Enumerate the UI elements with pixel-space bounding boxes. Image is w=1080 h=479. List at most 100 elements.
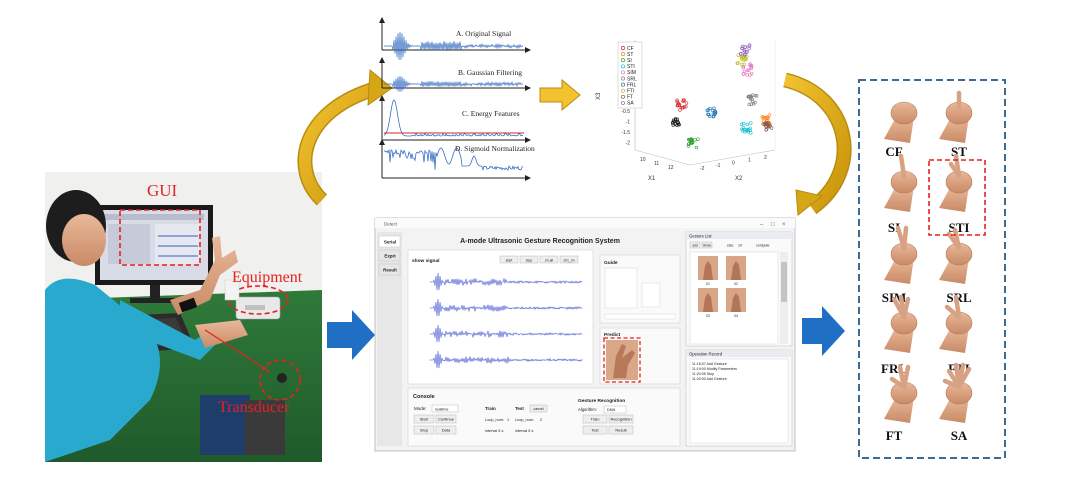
scatter-point <box>749 66 753 70</box>
scatter-point <box>713 109 717 113</box>
gesture-finger <box>901 225 909 251</box>
scatter-point <box>743 49 747 54</box>
scatter-point <box>750 97 754 101</box>
legend-marker <box>621 94 625 99</box>
person <box>45 190 285 462</box>
x3-tick: -2 <box>626 141 631 147</box>
gesture-st: ST <box>939 90 973 159</box>
scatter-point <box>708 114 712 119</box>
gesture-cf: CF <box>884 101 918 159</box>
minimize-icon[interactable]: – <box>760 222 764 228</box>
guide-progress-bar[interactable] <box>604 313 676 320</box>
x2-tick: -2 <box>700 166 705 172</box>
gesture-thumb-hand <box>703 293 713 312</box>
console-button-stop[interactable] <box>413 425 435 435</box>
x3-axis-label: X3 <box>596 92 602 100</box>
nav-tab-expri[interactable] <box>378 249 401 262</box>
scatter-point <box>753 100 757 105</box>
gesture-frl: FRL <box>881 294 918 376</box>
gesture-list-button-add[interactable] <box>689 241 701 249</box>
legend-marker <box>621 70 625 75</box>
gesture-list-button-show[interactable] <box>701 241 713 249</box>
scatter-point <box>746 95 751 99</box>
scatter-point <box>739 52 743 56</box>
train-label: Train <box>485 406 496 411</box>
x3-tick: -0.5 <box>621 109 630 115</box>
gesture-srl: SRL <box>939 227 973 305</box>
gesture-list-scroll-thumb[interactable] <box>781 262 787 302</box>
experiment-photo: GUI Equipment <box>45 172 322 462</box>
test-label: Test <box>515 406 524 411</box>
transducer-label: Transducer <box>218 399 290 416</box>
operation-record-line: 11:18:07 Add Gesture <box>692 362 727 366</box>
app-titlebar <box>375 218 795 228</box>
gesture-list-header <box>686 232 792 239</box>
test-interval: interval 5 s <box>515 429 533 433</box>
legend-label: SI <box>627 58 632 64</box>
legend-marker <box>621 82 625 87</box>
train-loop-label: Loop_num: <box>485 418 504 422</box>
scatter-point <box>764 128 768 132</box>
gesture-fti: FTI <box>939 294 973 376</box>
operation-record-header <box>686 350 792 357</box>
legend-marker <box>621 46 625 50</box>
scatter-point <box>741 66 746 70</box>
gesture-ft: FT <box>884 364 918 443</box>
nav-tab-label: Serial <box>384 240 396 245</box>
scatter-point <box>736 61 740 65</box>
scatter-point <box>747 43 752 47</box>
mode-select[interactable] <box>431 404 459 413</box>
nav-tab-result[interactable] <box>378 263 401 276</box>
scatter-point <box>745 73 749 77</box>
equipment-device <box>224 279 289 320</box>
gesture-finger <box>944 304 962 320</box>
nav-tab-serial[interactable] <box>378 235 401 248</box>
gr-button-train[interactable] <box>582 414 608 424</box>
x2-tick: 1 <box>748 158 751 164</box>
scatter-point <box>749 121 753 125</box>
energy-trace <box>383 99 524 137</box>
signal-button-1[interactable] <box>519 255 539 264</box>
maximize-icon[interactable]: □ <box>771 222 775 228</box>
signal-button-0[interactable] <box>499 255 519 264</box>
scatter-point <box>749 71 754 76</box>
scatter-point <box>745 50 749 54</box>
x1-axis-line <box>634 149 691 166</box>
scatter-point <box>712 114 716 118</box>
axis-arrowhead <box>525 137 531 143</box>
gr-button-test[interactable] <box>582 425 608 435</box>
gr-button-result[interactable] <box>608 425 634 435</box>
scatter-point <box>741 121 746 126</box>
signal-button-2[interactable] <box>539 255 559 264</box>
legend-label: SA <box>627 101 634 107</box>
test-cancel-button[interactable] <box>529 404 548 413</box>
guide-label: Guide <box>604 260 618 266</box>
show-signal-panel <box>407 249 594 385</box>
gesture-thumb-hand <box>731 261 741 280</box>
scatter-point <box>755 94 759 98</box>
legend-label: FRL <box>627 82 637 88</box>
operation-record-line: 11:20:00 Add Gesture <box>692 377 727 381</box>
close-icon[interactable]: × <box>782 222 786 228</box>
middle-right-arrow <box>539 78 581 112</box>
algorithm-select[interactable] <box>603 405 627 414</box>
legend-label: SRL <box>627 76 637 82</box>
transducer-device <box>204 329 301 401</box>
axis-arrowhead <box>525 85 531 91</box>
console-button-data[interactable] <box>435 425 457 435</box>
gesture-label-sa: SA <box>951 428 968 443</box>
scatter-point <box>675 98 679 102</box>
console-button-label: Data <box>442 428 451 433</box>
scatter-point <box>748 126 752 131</box>
console-button-start[interactable] <box>413 414 435 424</box>
signal-button-3[interactable] <box>559 255 579 264</box>
legend-marker <box>621 52 625 57</box>
gesture-label-cf: CF <box>885 144 902 159</box>
panel-title: B. Gaussian Filtering <box>458 68 522 77</box>
console-button-label: Stop <box>420 428 429 433</box>
legend-marker <box>621 58 625 63</box>
console-button-continue[interactable] <box>435 414 457 424</box>
legend-label: FTI <box>627 89 635 95</box>
gr-button-recognition[interactable] <box>608 414 634 424</box>
